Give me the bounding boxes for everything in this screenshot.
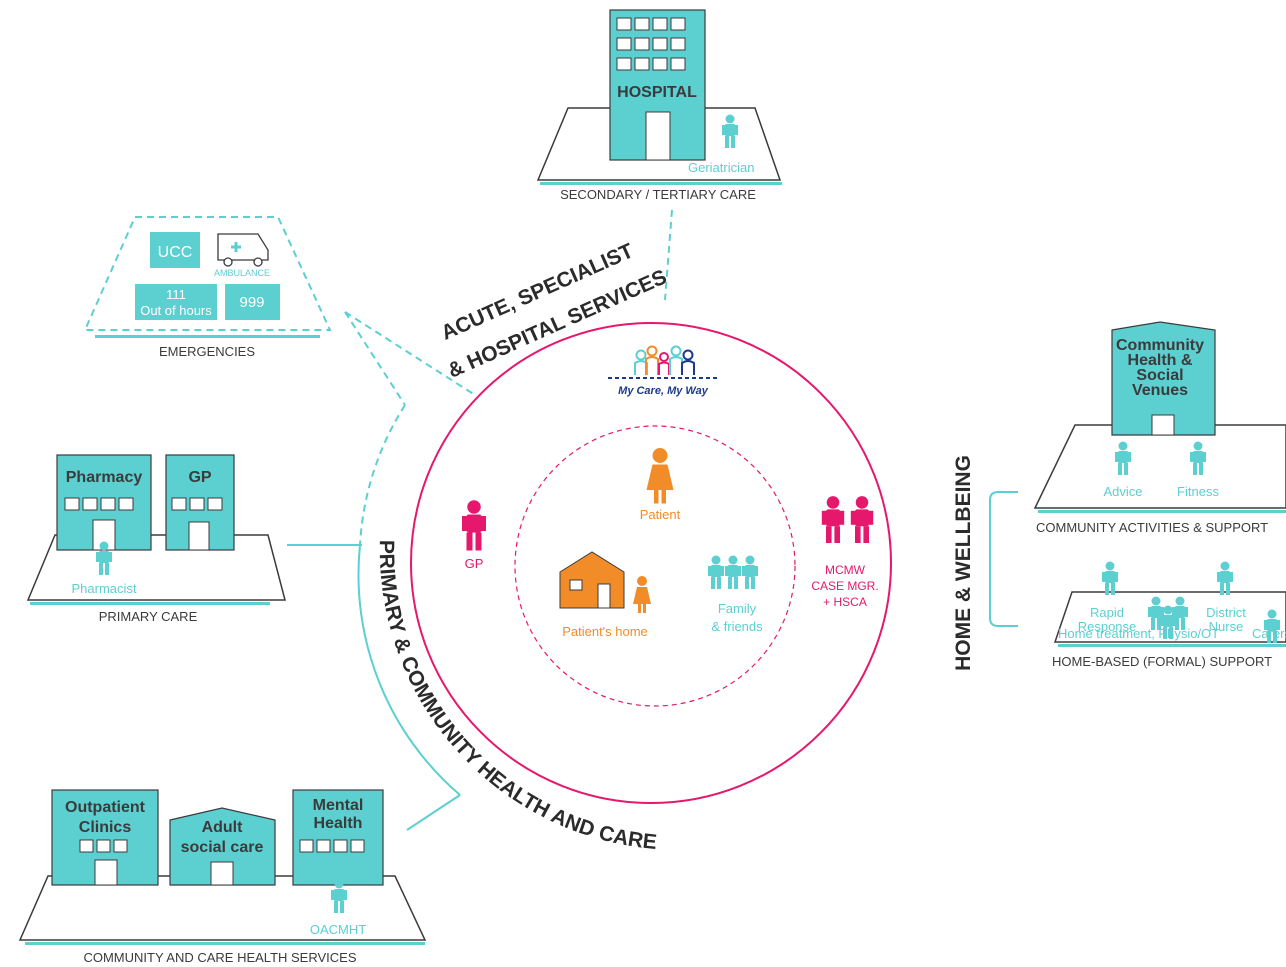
mcmw-label-line3: + HSCA [823,595,867,609]
venue-label-line1: Community [1116,337,1204,354]
gp-building-label: GP [188,469,211,486]
hospital-label: HOSPITAL [617,84,697,101]
rapid-response-label-line2: Response [1078,619,1137,634]
fitness-label: Fitness [1177,484,1219,499]
family-icon [708,555,758,589]
family-label-line1: Family [718,601,757,616]
district-nurse-person-icon [1217,561,1233,595]
pharmacy-label: Pharmacy [66,469,143,486]
outpatient-label-line1: Outpatient [65,799,146,816]
adult-care-label-line1: Adult [202,819,244,836]
primary-care-section-label: PRIMARY CARE [99,609,198,624]
pharmacist-label: Pharmacist [71,581,136,596]
district-nurse-label-line1: District [1206,605,1246,620]
rapid-response-label-line1: Rapid [1090,605,1124,620]
inner-circle [514,425,796,707]
advice-label: Advice [1103,484,1142,499]
gp-person-icon [462,500,486,551]
secondary-section-label: SECONDARY / TERTIARY CARE [560,187,756,202]
home-support-section-label: HOME-BASED (FORMAL) SUPPORT [1052,654,1272,669]
case-manager-icon [821,496,874,543]
community-services-group: Outpatient Clinics Adult social care Men… [18,789,427,965]
logo-text: My Care, My Way [618,385,709,397]
mental-health-building [292,789,384,886]
adult-care-label-line2: social care [181,839,264,856]
out-of-hours-box [135,284,217,320]
venue-label-line2: Health & [1128,352,1193,369]
ambulance-icon [217,233,269,267]
geriatrician-label: Geriatrician [688,160,754,175]
community-activities-group: Community Health & Social Venues Advice … [1033,321,1286,535]
emergencies-group: UCC AMBULANCE 111 Out of hours 999 EMERG… [83,216,332,359]
mental-health-label-line1: Mental [313,797,364,814]
emergency-999-label: 999 [239,294,264,311]
patient-home-icon [559,551,625,609]
community-activities-section-label: COMMUNITY ACTIVITIES & SUPPORT [1036,520,1268,535]
rapid-response-person-icon [1102,561,1118,595]
ucc-box [150,232,200,268]
outpatient-label-line2: Clinics [79,819,132,836]
secondary-care-group: HOSPITAL Geriatrician SECONDARY / TERTIA… [536,9,782,202]
home-support-group: Rapid Response District Nurse Home treat… [1052,561,1286,669]
patient-at-home-icon [633,576,651,613]
mental-health-label-line2: Health [314,815,363,832]
adult-social-care-building [169,807,276,886]
community-services-section-label: COMMUNITY AND CARE HEALTH SERVICES [83,950,356,965]
mcmw-label-line2: CASE MGR. [811,579,878,593]
ambulance-label: AMBULANCE [214,268,270,278]
out-of-hours-label: Out of hours [140,303,212,318]
venue-label-line4: Venues [1132,382,1188,399]
out-of-hours-number: 111 [166,287,186,302]
venue-label-line3: Social [1136,367,1183,384]
community-venue-building [1111,321,1216,436]
center-group: My Care, My Way Patient GP Patient's hom… [462,345,879,639]
ucc-label: UCC [158,244,193,261]
mcmw-label-line1: MCMW [825,563,866,577]
family-label-line2: & friends [711,619,763,634]
my-care-logo [608,345,720,379]
patient-icon [646,448,674,504]
carers-label: Carers [1252,626,1286,641]
patient-home-label: Patient's home [562,624,648,639]
gp-center-label: GP [465,556,484,571]
emergency-999-box [225,284,280,320]
outer-circle [410,322,892,804]
home-arc-label: HOME & WELLBEING [952,455,975,671]
connector-lines [287,209,1018,831]
district-nurse-label-line2: Nurse [1209,619,1244,634]
patient-label: Patient [640,507,681,522]
emergencies-section-label: EMERGENCIES [159,344,255,359]
home-treatment-label: Home treatment, Physio/OT [1058,626,1219,641]
primary-care-group: Pharmacy GP Pharmacist PRIMARY CARE [26,454,286,624]
oacmht-label: OACMHT [310,922,366,937]
